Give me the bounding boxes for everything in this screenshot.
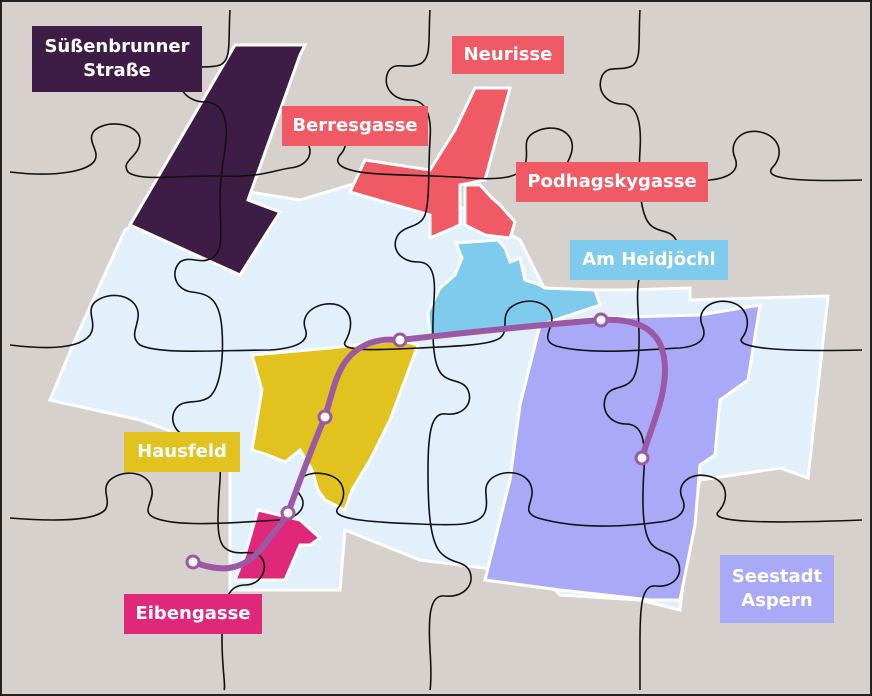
station-marker — [634, 450, 650, 466]
transit-route — [190, 316, 668, 572]
puzzle-line — [9, 118, 863, 183]
label-eibengasse: Eibengasse — [124, 594, 262, 634]
label-suessenbrunner: Süßenbrunner Straße — [32, 26, 202, 92]
puzzle-line — [171, 9, 266, 691]
station-marker — [392, 332, 408, 348]
district-seestadt — [483, 303, 762, 602]
station-markers — [185, 312, 650, 570]
district-hausfeld — [250, 338, 420, 513]
district-heidjoechl — [426, 238, 602, 340]
station-marker — [593, 312, 609, 328]
label-berresgasse: Berresgasse — [282, 106, 428, 146]
puzzle-grid — [9, 9, 863, 691]
puzzle-line — [385, 9, 472, 691]
district-neurisse-berresgasse — [347, 86, 512, 241]
label-neurisse: Neurisse — [452, 36, 564, 74]
label-hausfeld: Hausfeld — [124, 432, 240, 472]
puzzle-line — [9, 294, 863, 353]
label-seestadt: Seestadt Aspern — [720, 555, 834, 623]
puzzle-line — [9, 471, 863, 527]
district-podhagskygasse — [463, 183, 517, 240]
station-marker — [280, 505, 296, 521]
label-heidjoechl: Am Heidjöchl — [570, 240, 728, 280]
label-podhagskygasse: Podhagskygasse — [516, 162, 708, 202]
puzzle-line — [599, 9, 681, 690]
district-suessenbrunner — [127, 43, 308, 277]
station-marker — [185, 554, 201, 570]
station-marker — [317, 409, 333, 425]
